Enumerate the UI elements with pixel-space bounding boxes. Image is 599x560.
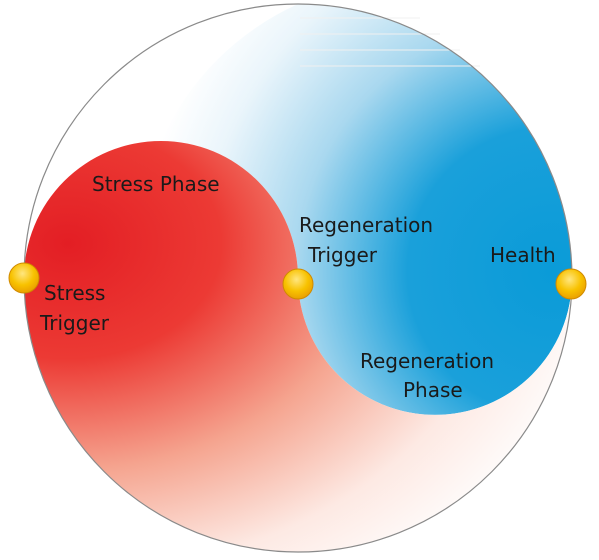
health-label: Health xyxy=(490,243,556,267)
regeneration-region xyxy=(161,4,572,415)
health-node xyxy=(555,268,587,300)
stress-trigger-label-line1: Stress xyxy=(44,281,105,305)
regeneration-trigger-label-line2: Trigger xyxy=(307,243,378,267)
stress-trigger-label-line2: Trigger xyxy=(39,311,110,335)
stress-trigger-node xyxy=(8,262,40,294)
regeneration-phase-label-line1: Regeneration xyxy=(360,349,494,373)
highlight-lines xyxy=(300,17,480,67)
regeneration-trigger-label-line1: Regeneration xyxy=(299,213,433,237)
stress-phase-label: Stress Phase xyxy=(92,172,220,196)
regeneration-phase-label-line2: Phase xyxy=(403,378,463,402)
stress-region xyxy=(24,141,572,552)
regeneration-trigger-node xyxy=(282,268,314,300)
